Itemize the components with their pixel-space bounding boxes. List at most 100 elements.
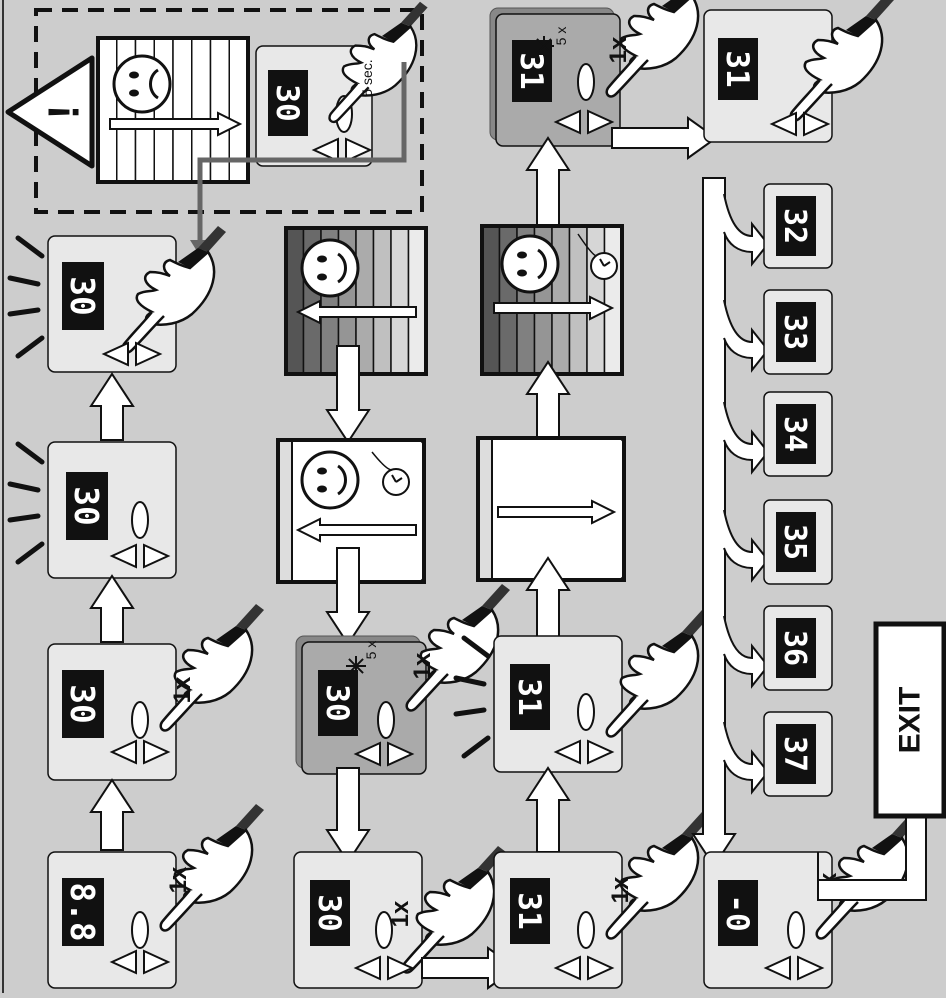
right-arrow-icon [345,137,373,163]
blink-rays-icon [453,635,491,759]
connector-line [197,62,407,248]
left-arrow-icon [553,739,581,765]
display-frame [512,40,552,102]
display-frame [776,724,816,784]
happy-face-icon [300,238,360,298]
right-arrow-icon [387,955,415,981]
display-frame [510,664,550,730]
param-code: 35 [777,524,812,560]
hold-time-label: 5 sec. [359,59,375,96]
right-arrow-icon [797,955,825,981]
right-arrow-icon [587,739,615,765]
timer-pointer [371,451,393,471]
display-code: 31 [719,50,755,87]
left-arrow-icon [109,949,137,975]
param-item: 37 [723,711,833,797]
branch-arrow-icon [723,193,770,267]
param-item: 33 [723,289,833,375]
window-opening-arrow-icon [295,517,417,543]
window-slat [390,227,410,375]
display-frame [718,38,758,100]
window-slat [172,37,193,183]
left-arrow-icon [553,109,581,135]
flow-arrow-down-icon [325,345,371,444]
timer-icon [382,468,410,496]
warning-triangle-icon: ! [5,55,95,169]
exit-label: EXIT [894,687,927,754]
blink-rays-icon [7,235,45,359]
display-c1-row1: 30 [62,262,104,330]
right-arrow-icon [143,949,171,975]
display-code: 31 [511,678,547,716]
nav-arrows-icon [553,955,615,981]
param-item: 35 [723,499,833,585]
left-arrow-icon [109,739,137,765]
timer-icon [590,252,618,280]
branch-arrow-icon [723,721,770,795]
clock-hands [391,474,403,483]
display-frame [62,878,104,946]
display-code: 31 [513,52,549,89]
display-frame [62,262,104,330]
blink-ray [15,235,45,259]
knob-icon [131,911,149,949]
branch-arrow-icon [723,299,770,373]
happy-face-icon [300,450,360,510]
warning-triangle [5,55,95,169]
blink-ray [7,481,41,493]
window-slat [97,37,118,183]
window-edge [277,439,293,583]
press-once-label: 1x [387,900,414,927]
nav-arrows-icon [311,137,373,163]
display-top-right: 31 [718,38,758,100]
blink-ray [15,541,45,565]
knob-icon [377,701,395,739]
window-slat [372,227,392,375]
branch-arrow-icon [723,509,770,583]
press-once-label: 1x [165,866,192,893]
left-arrow-icon [353,741,381,767]
nav-arrows-icon [553,739,615,765]
display-frame [310,880,350,946]
display-frame [776,512,816,572]
display-frame [776,196,816,256]
branch-arrow-icon [723,615,770,689]
blink-ray [7,307,41,317]
blink-ray [461,735,491,759]
display-c2-mid: 30 [318,670,358,736]
left-arrow-icon [311,137,339,163]
press-once-label: 1x [409,652,436,679]
sparkle-ray [348,658,364,674]
blink-ray [7,513,41,523]
timer-pointer [577,233,597,257]
param-code: 32 [777,208,812,244]
blink-ray [15,441,45,465]
left-arrow-icon [763,955,791,981]
display-code: 30 [311,894,347,932]
nav-arrows-icon [353,741,415,767]
display-code: 30 [63,276,101,315]
param-code: 36 [777,630,812,666]
display-frame [510,878,550,944]
knob-icon [577,911,595,949]
left-arrow-icon [101,341,129,367]
param-item: 32 [723,183,833,269]
display-frame [718,880,758,946]
flow-arrow-up-icon [525,556,571,643]
knob-icon [577,693,595,731]
left-arrow-icon [109,543,137,569]
display-c1-row4: 8.8 [62,878,104,946]
param-display: 35 [776,512,816,572]
window-closing-arrow-icon [109,111,243,137]
display-code: -0 [719,894,755,932]
blink-rays-icon [7,441,45,565]
window-slat [481,225,501,375]
branch-arrow-icon [723,401,770,475]
param-code: 33 [777,314,812,350]
blink-ray [15,335,45,359]
exit-box [873,621,946,819]
window-slat [568,225,588,375]
nav-arrows-icon [353,955,415,981]
